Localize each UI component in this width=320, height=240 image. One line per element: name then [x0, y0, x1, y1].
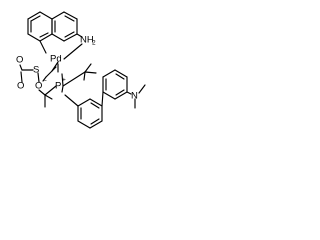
- bond: [77, 98, 91, 107]
- bond: [39, 32, 49, 38]
- bond: [63, 11, 78, 20]
- bond: [39, 33, 53, 42]
- bond: [90, 118, 100, 125]
- bond: [64, 31, 75, 38]
- bond: [76, 33, 83, 38]
- bond: [64, 94, 79, 107]
- bond: [27, 33, 41, 42]
- bond: [61, 85, 64, 93]
- bond: [126, 91, 132, 95]
- sulfonyl-oxygen-lower-label: O: [17, 81, 24, 92]
- bond: [83, 71, 86, 81]
- oxygen-charge-label: −: [43, 78, 47, 85]
- bond: [45, 66, 57, 78]
- bond: [19, 64, 23, 71]
- bond: [37, 72, 40, 83]
- nitrogen-label: N: [131, 91, 138, 102]
- bond: [61, 73, 64, 87]
- phosphorus-label: P: [55, 81, 61, 92]
- bond: [89, 98, 103, 107]
- bond: [27, 11, 41, 20]
- palladacycle-structure: NH 2 Pd O S O O − P + N: [16, 11, 146, 129]
- bond: [63, 43, 83, 60]
- bond: [114, 91, 128, 100]
- amine-subscript-label: 2: [92, 40, 96, 47]
- bond: [102, 69, 116, 78]
- bond: [77, 120, 91, 129]
- bond: [115, 89, 125, 96]
- sulfur-label: S: [33, 65, 39, 76]
- bond: [101, 91, 104, 107]
- bond: [84, 63, 92, 73]
- bond: [30, 15, 41, 22]
- bond: [20, 71, 23, 83]
- bond: [89, 120, 103, 129]
- bond-lines: [19, 11, 146, 129]
- bond: [39, 40, 47, 54]
- bond: [51, 33, 65, 42]
- bond: [42, 76, 47, 82]
- bridging-oxygen-label: O: [35, 81, 42, 92]
- bond: [38, 89, 46, 96]
- bond: [114, 69, 128, 78]
- bond: [63, 33, 78, 42]
- bond: [44, 94, 53, 100]
- palladium-label: Pd: [50, 54, 62, 65]
- bond: [138, 84, 146, 94]
- bond: [39, 11, 53, 20]
- bond: [90, 102, 100, 109]
- bond: [84, 71, 97, 74]
- bond: [44, 85, 57, 96]
- phosphorus-charge-label: +: [62, 77, 66, 84]
- bond: [62, 71, 86, 87]
- bond: [51, 11, 65, 20]
- sulfonyl-oxygen-upper-label: O: [16, 55, 23, 66]
- amine-nh-label: NH: [80, 35, 94, 46]
- bond: [115, 73, 125, 80]
- bond: [64, 15, 75, 22]
- bond: [102, 91, 116, 100]
